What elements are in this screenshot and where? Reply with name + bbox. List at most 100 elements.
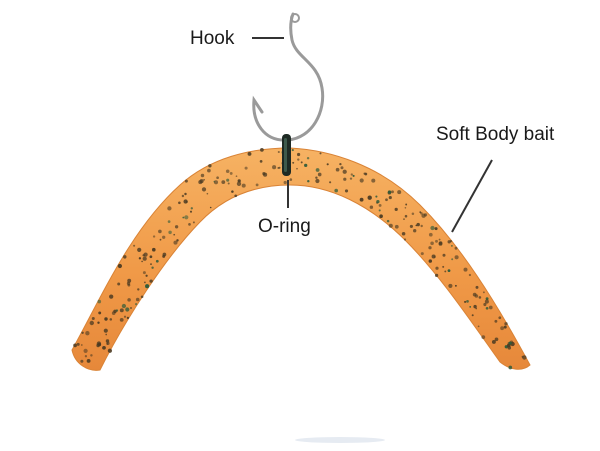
bait-speckle bbox=[80, 344, 83, 346]
bait-speckle bbox=[231, 190, 234, 193]
bait-speckle bbox=[97, 299, 102, 304]
bait-speckle bbox=[433, 255, 436, 258]
bait-speckle bbox=[123, 255, 127, 259]
bait-speckle bbox=[304, 163, 308, 168]
bait-speckle bbox=[450, 244, 453, 247]
bait-speckle bbox=[184, 192, 187, 196]
bait-speckle bbox=[149, 255, 153, 259]
bait-speckle bbox=[411, 212, 415, 215]
bait-speckle bbox=[98, 311, 102, 315]
bait-speckle bbox=[344, 189, 349, 193]
bait-speckle bbox=[475, 285, 479, 289]
bait-speckle bbox=[447, 269, 451, 273]
bait-speckle bbox=[291, 149, 294, 152]
bait-speckle bbox=[454, 255, 459, 260]
bait-speckle bbox=[145, 284, 150, 289]
bait-speckle bbox=[471, 314, 474, 317]
bait-speckle bbox=[213, 180, 216, 183]
bait-speckle bbox=[138, 257, 142, 260]
bait-speckle bbox=[421, 213, 426, 218]
bait-speckle bbox=[189, 210, 193, 213]
bait-speckle bbox=[203, 178, 205, 181]
bait-speckle bbox=[504, 322, 508, 326]
bait-speckle bbox=[137, 247, 142, 252]
bait-speckle bbox=[454, 284, 457, 287]
bait-speckle bbox=[85, 331, 90, 336]
bait-speckle bbox=[80, 359, 84, 363]
bait-speckle bbox=[277, 150, 280, 154]
bait-speckle bbox=[178, 201, 181, 205]
bait-speckle bbox=[129, 306, 133, 310]
bait-speckle bbox=[307, 179, 310, 183]
bait-speckle bbox=[125, 307, 130, 312]
bait-speckle bbox=[91, 317, 95, 320]
bait-speckle bbox=[478, 296, 482, 299]
bait-speckle bbox=[469, 306, 472, 308]
bait-speckle bbox=[403, 238, 407, 241]
bait-speckle bbox=[315, 178, 320, 184]
bait-speckle bbox=[428, 246, 432, 250]
bait-speckle bbox=[315, 176, 318, 179]
bait-speckle bbox=[96, 343, 100, 348]
bait-speckle bbox=[105, 339, 110, 343]
bait-speckle bbox=[388, 196, 392, 200]
bait-speckle bbox=[109, 318, 113, 321]
bait-speckle bbox=[481, 335, 486, 339]
bait-speckle bbox=[152, 235, 156, 238]
bait-speckle bbox=[342, 169, 347, 174]
bait-speckles bbox=[73, 148, 527, 370]
bait-speckle bbox=[209, 206, 212, 209]
bait-speckle bbox=[127, 283, 131, 287]
bait-speckle bbox=[201, 187, 207, 192]
bait-speckle bbox=[208, 164, 212, 168]
bait-speckle bbox=[151, 266, 154, 269]
bait-speckle bbox=[498, 316, 502, 320]
o-ring-icon bbox=[282, 134, 291, 176]
bait-speckle bbox=[123, 315, 127, 318]
bait-speckle bbox=[126, 316, 130, 320]
bait-speckle bbox=[503, 325, 507, 329]
bait-speckle bbox=[378, 203, 382, 207]
bait-speckle bbox=[464, 300, 467, 303]
bait-speckle bbox=[472, 292, 477, 297]
bait-speckle bbox=[142, 271, 146, 275]
bait-speckle bbox=[144, 281, 146, 284]
bait-speckle bbox=[119, 308, 124, 313]
bait-speckle bbox=[473, 304, 477, 309]
bait-speckle bbox=[173, 233, 176, 236]
bait-speckle bbox=[162, 235, 166, 239]
bait-speckle bbox=[117, 263, 123, 269]
bait-speckle bbox=[81, 331, 84, 335]
bait-speckle bbox=[150, 263, 152, 265]
bait-speckle bbox=[430, 225, 435, 231]
bait-speckle bbox=[73, 343, 77, 348]
bait-speckle bbox=[225, 169, 230, 174]
bait-speckle bbox=[289, 178, 293, 181]
bait-speckle bbox=[483, 302, 487, 307]
soft-body-bait-label: Soft Body bait bbox=[436, 124, 555, 145]
bait-speckle bbox=[315, 168, 320, 172]
bait-speckle bbox=[297, 152, 301, 157]
bait-speckle bbox=[259, 160, 263, 163]
bait-speckle bbox=[127, 278, 132, 283]
bait-speckle bbox=[438, 238, 441, 241]
bait-speckle bbox=[142, 256, 147, 261]
bait-speckle bbox=[207, 168, 211, 173]
bait-speckle bbox=[173, 240, 178, 245]
bait-speckle bbox=[155, 259, 159, 263]
bait-speckle bbox=[102, 345, 106, 350]
bait-speckle bbox=[488, 305, 493, 310]
bait-speckle bbox=[376, 199, 380, 204]
bait-speckle bbox=[141, 260, 143, 263]
bait-speckle bbox=[359, 197, 364, 202]
bait-speckle bbox=[119, 318, 124, 322]
bait-speckle bbox=[391, 190, 394, 194]
bait-speckle bbox=[117, 282, 121, 286]
bait-speckle bbox=[174, 225, 179, 229]
bait-speckle bbox=[350, 173, 353, 176]
bait-speckle bbox=[159, 238, 162, 241]
bait-speckle bbox=[296, 167, 298, 170]
ground-shadow bbox=[295, 437, 385, 443]
bait-speckle bbox=[430, 241, 434, 246]
hook-label: Hook bbox=[190, 28, 235, 49]
